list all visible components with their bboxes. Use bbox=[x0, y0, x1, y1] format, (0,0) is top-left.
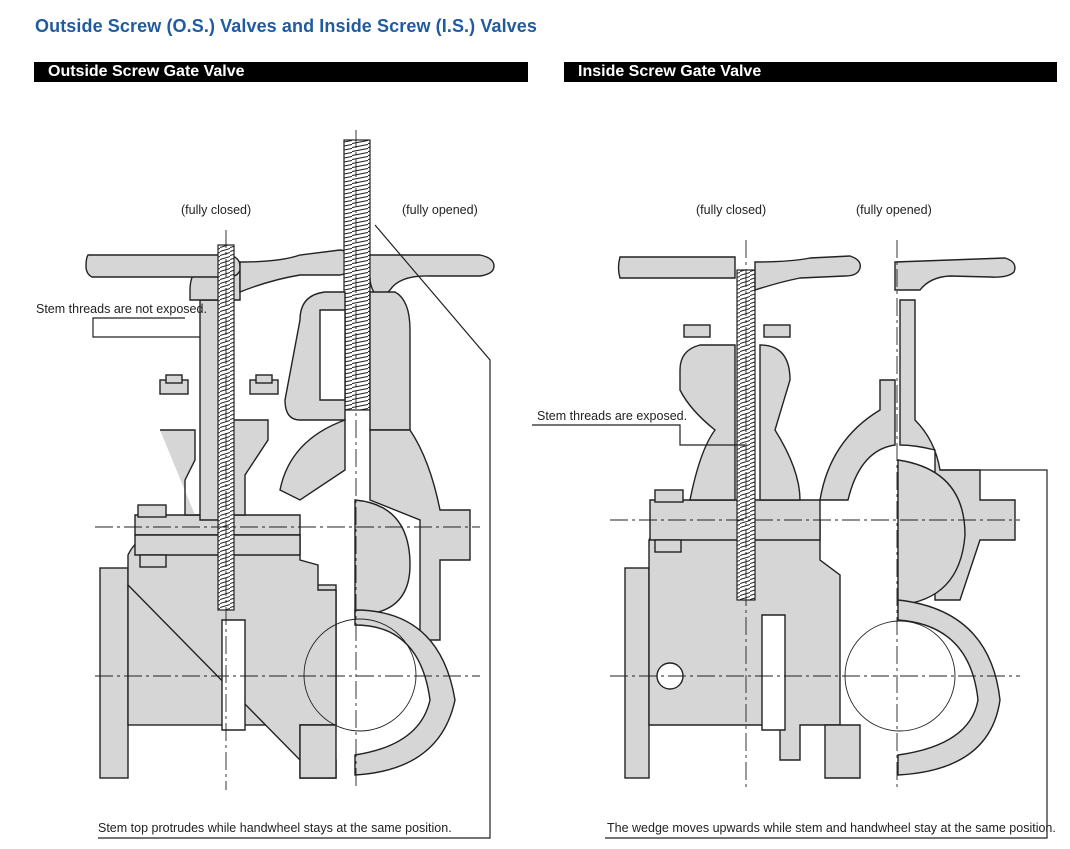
os-callout-stem-threads: Stem threads are not exposed. bbox=[36, 302, 207, 316]
is-left-flange bbox=[624, 567, 650, 779]
is-label-fully-closed: (fully closed) bbox=[696, 203, 766, 217]
outside-screw-gate-valve bbox=[85, 130, 495, 839]
is-caption: The wedge moves upwards while stem and h… bbox=[607, 821, 1056, 835]
inside-screw-gate-valve bbox=[532, 240, 1048, 839]
os-label-fully-closed: (fully closed) bbox=[181, 203, 251, 217]
os-label-fully-opened: (fully opened) bbox=[402, 203, 478, 217]
is-callout-stem-threads: Stem threads are exposed. bbox=[537, 409, 687, 423]
is-label-fully-opened: (fully opened) bbox=[856, 203, 932, 217]
os-left-flange bbox=[99, 567, 129, 779]
os-caption: Stem top protrudes while handwheel stays… bbox=[98, 821, 452, 835]
left-section-header: Outside Screw Gate Valve bbox=[34, 62, 528, 82]
page-title: Outside Screw (O.S.) Valves and Inside S… bbox=[35, 16, 538, 36]
right-section-header: Inside Screw Gate Valve bbox=[564, 62, 1057, 82]
